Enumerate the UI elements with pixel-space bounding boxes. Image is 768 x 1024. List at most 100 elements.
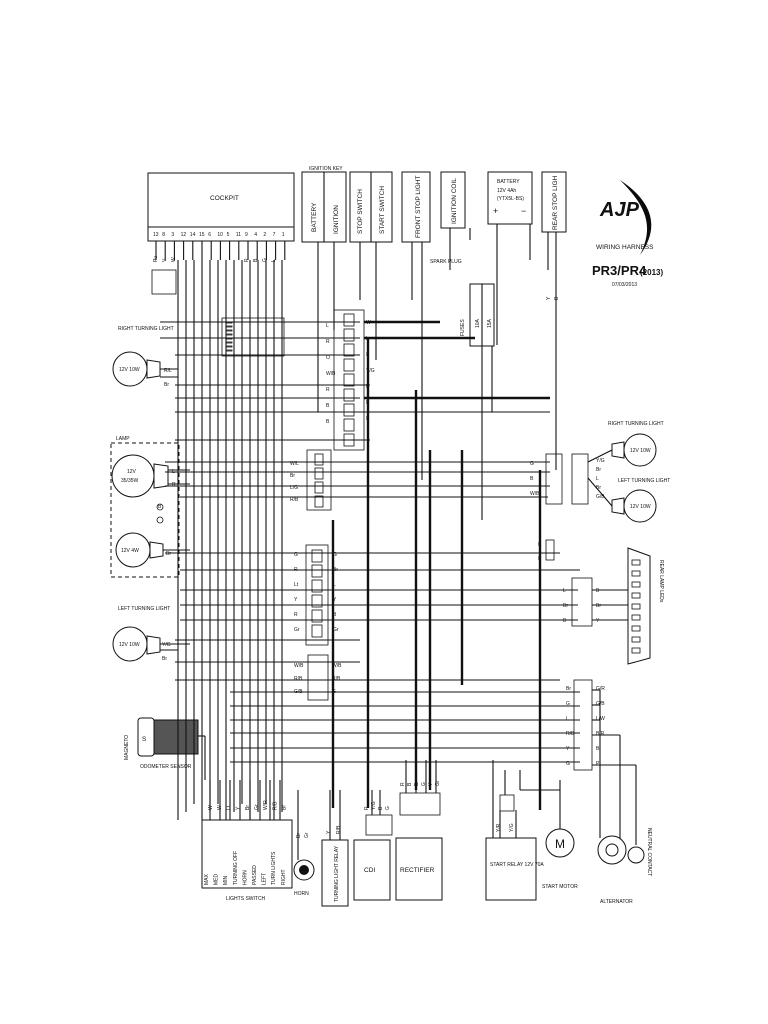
svg-text:S: S	[142, 736, 147, 743]
wire-label: B	[378, 806, 384, 810]
led-segment	[631, 625, 641, 632]
wire-label: L	[271, 259, 277, 262]
wire-label: Br	[596, 485, 601, 491]
wire-label: Lt	[294, 582, 299, 588]
wire-label: Lt	[226, 805, 232, 810]
battery-model: (YTX5L-BS)	[497, 196, 524, 202]
wire-label: W	[171, 257, 177, 262]
neutral-contact: NEUTRAL CONTACT	[627, 828, 652, 876]
connector-d	[307, 654, 329, 701]
wire-label: Br	[164, 382, 169, 388]
cockpit-label: COCKPIT	[210, 195, 239, 202]
cockpit-pin-label: 6	[208, 232, 211, 238]
wire-label: Y/G	[371, 801, 377, 810]
title-year: (2013)	[640, 268, 663, 277]
lights-switch-item: MAX	[204, 874, 210, 886]
title-date: 07/03/2013	[612, 282, 637, 288]
title-line-1: WIRING HARNESS	[596, 244, 654, 251]
rear-stop-light: REAR STOP LIGH	[541, 171, 567, 233]
wire-label: G	[332, 689, 336, 695]
connector-pin	[314, 453, 324, 466]
wire-label: R	[294, 567, 298, 573]
logo-text: AJP	[599, 199, 640, 221]
battery-spec: 12V 4Ah	[497, 188, 516, 194]
lights-switch-item: MED	[214, 874, 220, 886]
connector-bottom-right	[573, 679, 593, 771]
wire-label: R/B	[272, 801, 278, 810]
wire-label: Y	[566, 746, 570, 752]
connector-pin	[311, 579, 323, 593]
wire-label: R/B	[332, 676, 341, 682]
rtl-front-bulb: 12V 10W	[119, 367, 140, 373]
cockpit-pin-label: 3	[171, 232, 174, 238]
wire-label: R/L	[164, 368, 172, 374]
wire-label: R/B	[336, 825, 342, 834]
cockpit-pin-label: 7	[273, 232, 276, 238]
cockpit-pin-label: 8	[162, 232, 165, 238]
wire-label: L	[566, 716, 569, 722]
wire-label: R	[244, 258, 250, 262]
turning-light-relay-label: TURNING LIGHT RELAY	[334, 845, 340, 902]
wire-label: W	[217, 805, 223, 810]
wire-label: L	[366, 352, 369, 358]
wire	[587, 477, 613, 507]
rectifier-label: RECTIFIER	[400, 867, 435, 874]
wire-label: L/G	[290, 485, 298, 491]
wire-label: G/R	[596, 686, 605, 692]
led-segment	[631, 570, 641, 577]
wire-label: L/W	[596, 716, 605, 722]
battery: BATTERY 12V 4Ah (YTX5L-BS) + −	[487, 171, 533, 225]
connector-pin	[225, 349, 233, 352]
connector-pin	[343, 388, 355, 402]
wire-label: B	[554, 296, 560, 300]
connector-pin	[311, 624, 323, 638]
connector-cockpit-bottom	[151, 269, 177, 295]
wire-label: W/L	[290, 461, 299, 467]
magneto-label: MAGNETO	[124, 735, 130, 760]
wire-label: Y	[333, 597, 337, 603]
led-segment	[631, 603, 641, 610]
wire-label: Br	[162, 656, 167, 662]
connector-pin	[225, 341, 233, 344]
wire-label: Br	[596, 603, 601, 609]
wire-label: G/B	[596, 494, 605, 500]
lights-switch-item: TURNING OFF	[233, 851, 239, 885]
start-relay: START RELAY 12V 70A	[485, 794, 544, 901]
lights-switch-label: LIGHTS SWITCH	[226, 896, 266, 902]
wire-label: Br	[333, 567, 338, 573]
wire-label: G	[385, 806, 391, 810]
wire-label: L	[172, 469, 175, 475]
wire-label: Y	[294, 597, 298, 603]
connector-a	[333, 309, 365, 451]
wire-label: B	[333, 612, 337, 618]
wire-label: G	[294, 552, 298, 558]
lights-switch-item: HORN	[242, 870, 248, 885]
fuse-b-label: 15A	[487, 318, 493, 328]
magneto-sensor: MAGNETO S ODOMETER SENSOR	[124, 717, 199, 770]
wire-label: Br	[290, 473, 295, 479]
wire-label: B	[366, 416, 370, 422]
cockpit-pin-label: 5	[227, 232, 230, 238]
connector-pin	[311, 594, 323, 608]
wire-label: W/B	[294, 663, 304, 669]
rtl-front-label: RIGHT TURNING LIGHT	[118, 326, 174, 332]
wire-label: B	[530, 476, 534, 482]
wire-label: L	[596, 476, 599, 482]
lamp-bulb-4w: 12V 4W	[121, 548, 139, 554]
wire-label: B	[407, 782, 413, 786]
rtl-rear-label: RIGHT TURNING LIGHT	[608, 421, 664, 427]
connector-pin	[343, 343, 355, 357]
wire-label: L	[563, 588, 566, 594]
wire-label: Br	[166, 551, 171, 557]
wire	[587, 449, 613, 463]
wire-label: Y	[428, 782, 434, 786]
connector-e	[221, 317, 285, 357]
cdi-label: CDI	[364, 867, 375, 874]
wire-label: L	[326, 323, 329, 329]
wire-label: R	[172, 482, 176, 488]
wire-label: W/R	[263, 800, 269, 810]
wire-label: Y	[326, 830, 332, 834]
wire-label: Y/R	[496, 823, 502, 832]
wire-label: G/B	[294, 689, 303, 695]
